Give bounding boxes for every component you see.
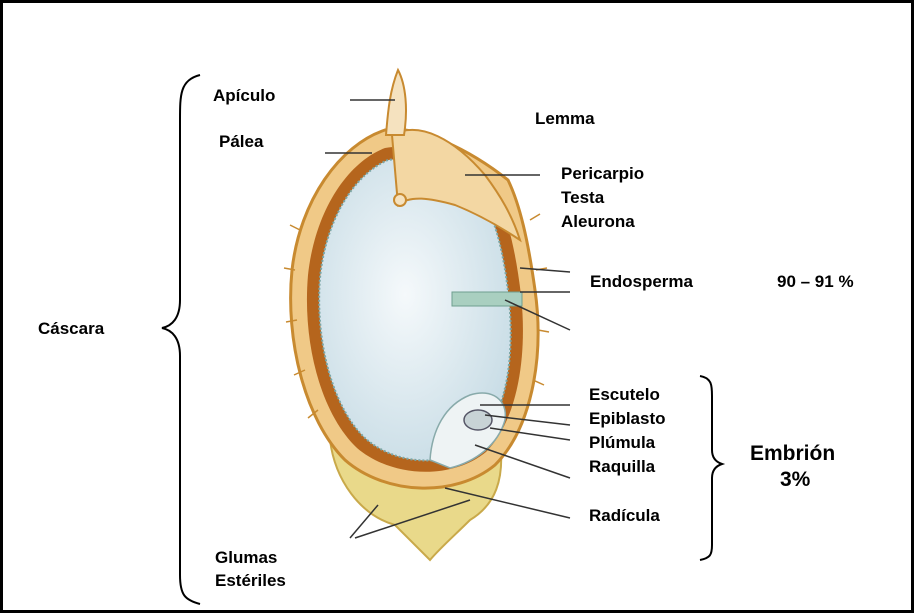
endosperm-cells bbox=[452, 292, 522, 306]
label-raquilla: Raquilla bbox=[589, 456, 655, 478]
cascara-brace bbox=[162, 75, 200, 604]
label-testa: Testa bbox=[561, 187, 604, 209]
label-plumula: Plúmula bbox=[589, 432, 655, 454]
embrion-brace bbox=[700, 376, 722, 560]
label-embrion-pct: 3% bbox=[780, 467, 810, 493]
rachilla-node bbox=[394, 194, 406, 206]
label-endosperma: Endosperma bbox=[590, 271, 693, 293]
label-lemma: Lemma bbox=[535, 108, 595, 130]
label-aleurona: Aleurona bbox=[561, 211, 635, 233]
label-escutelo: Escutelo bbox=[589, 384, 660, 406]
label-endosperma-pct: 90 – 91 % bbox=[777, 271, 854, 293]
apiculus-shape bbox=[386, 70, 406, 135]
label-palea: Pálea bbox=[219, 131, 263, 153]
label-esteriles: Estériles bbox=[215, 570, 286, 592]
label-embrion: Embrión bbox=[750, 441, 835, 467]
embryo-core bbox=[464, 410, 492, 430]
label-glumas: Glumas bbox=[215, 547, 277, 569]
label-apiculo: Apículo bbox=[213, 85, 275, 107]
label-cascara: Cáscara bbox=[38, 318, 104, 340]
label-pericarpio: Pericarpio bbox=[561, 163, 644, 185]
label-epiblasto: Epiblasto bbox=[589, 408, 666, 430]
label-radicula: Radícula bbox=[589, 505, 660, 527]
